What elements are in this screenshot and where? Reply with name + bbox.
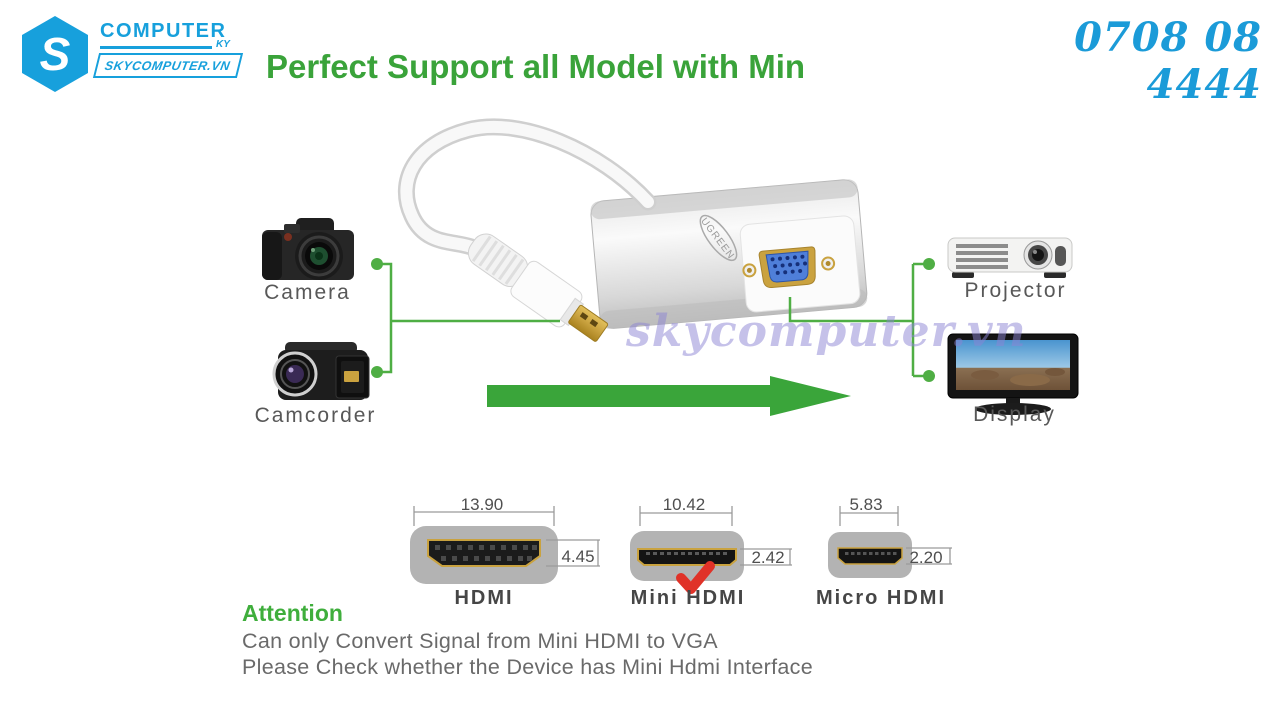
attention-heading: Attention [242,600,343,626]
logo: S [16,14,94,94]
logo-domain-badge: SKYCOMPUTER.VN [92,53,244,78]
mini-hdmi-name-label: Mini HDMI [630,587,746,609]
micro-hdmi-name-label: Micro HDMI [816,587,946,609]
logo-domain-text: SKYCOMPUTER.VN [104,58,232,73]
hdmi-height-label: 4.45 [561,547,595,566]
adapter-body: UGREEN [590,179,868,329]
hdmi-width-label: 13.90 [460,495,504,514]
connection-dots [371,258,935,382]
logo-wordmark: COMPUTER [100,20,227,42]
attention-line-2: Please Check whether the Device has Mini… [242,655,813,679]
camcorder-illustration [272,342,370,400]
micro-hdmi-height-label: 2.20 [909,548,943,567]
vga-port [742,246,836,288]
camcorder-label: Camcorder [254,404,377,427]
connection-lines [377,262,927,378]
micro-hdmi-width-label: 5.83 [849,495,883,514]
micro-hdmi-size-diagram [828,506,952,578]
watermark-text: skycomputer.vn [626,306,1027,357]
adapter-cable [397,118,657,257]
mini-hdmi-height-label: 2.42 [751,548,785,567]
logo-hexagon-icon: S [22,16,88,92]
projector-label: Projector [964,279,1067,302]
camera-label: Camera [264,281,351,304]
hdmi-name-label: HDMI [454,587,514,609]
direction-arrow-icon [487,376,851,416]
logo-divider [100,46,212,49]
hdmi-size-diagram [410,506,600,584]
phone-number: 0708 08 4444 [1074,14,1262,108]
mini-hdmi-size-diagram [630,506,792,594]
logo-ky-text: KY [216,39,230,50]
camera-illustration [262,218,354,280]
logo-initial: S [40,28,71,80]
page-title: Perfect Support all Model with Min [266,48,806,85]
mini-hdmi-plug [467,233,609,342]
check-icon [676,561,715,594]
display-label: Display [973,403,1056,426]
display-illustration [947,333,1079,415]
projector-illustration [947,237,1073,278]
attention-line-1: Can only Convert Signal from Mini HDMI t… [242,629,718,653]
mini-hdmi-width-label: 10.42 [662,495,706,514]
